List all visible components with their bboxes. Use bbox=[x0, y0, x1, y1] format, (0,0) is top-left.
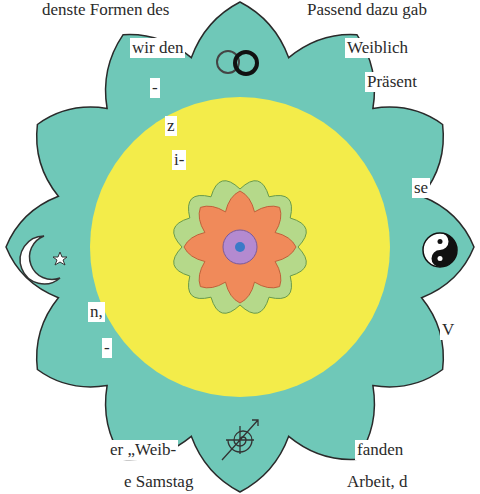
page-text-fragment: i- bbox=[172, 150, 186, 170]
ring bbox=[235, 52, 257, 74]
page-text-fragment: - bbox=[150, 78, 160, 98]
page-text-fragment: Arbeit, d bbox=[345, 472, 409, 492]
page-text-fragment: n, bbox=[88, 302, 105, 322]
page-text-fragment: se bbox=[412, 178, 430, 198]
yin-half bbox=[432, 233, 458, 267]
page-text-fragment: - bbox=[102, 338, 112, 358]
outer-petals bbox=[6, 2, 474, 492]
yin-dot bbox=[438, 239, 443, 244]
page-text-fragment: er „Weib- bbox=[108, 440, 178, 460]
yin-yang-symbol bbox=[423, 233, 457, 267]
rings-symbol bbox=[217, 51, 257, 74]
page-text-fragment: Passend dazu gab bbox=[305, 0, 429, 20]
page-text-fragment: Präsent bbox=[365, 72, 419, 92]
yang-dot bbox=[438, 256, 443, 261]
page-text-fragment: Weiblich bbox=[345, 38, 410, 58]
moon-star-symbol bbox=[20, 236, 67, 284]
green-flower bbox=[174, 181, 307, 314]
orange-flower bbox=[184, 191, 296, 303]
purple-circle bbox=[223, 230, 257, 264]
arrow-lines bbox=[222, 420, 258, 460]
crescent-moon bbox=[20, 236, 60, 284]
page-text-fragment: e Samstag bbox=[122, 472, 195, 492]
page-text-fragment: z bbox=[165, 116, 177, 136]
yin-yang-outline bbox=[423, 233, 457, 267]
page-text-fragment: V bbox=[440, 320, 456, 340]
blue-dot bbox=[235, 242, 245, 252]
page-text-fragment: denste Formen des bbox=[40, 0, 171, 20]
yellow-circle bbox=[90, 97, 390, 397]
page-text-fragment: fanden bbox=[355, 440, 405, 460]
page-text-fragment: wir den bbox=[130, 38, 185, 58]
star bbox=[53, 252, 67, 265]
spiral-symbol bbox=[222, 420, 258, 460]
